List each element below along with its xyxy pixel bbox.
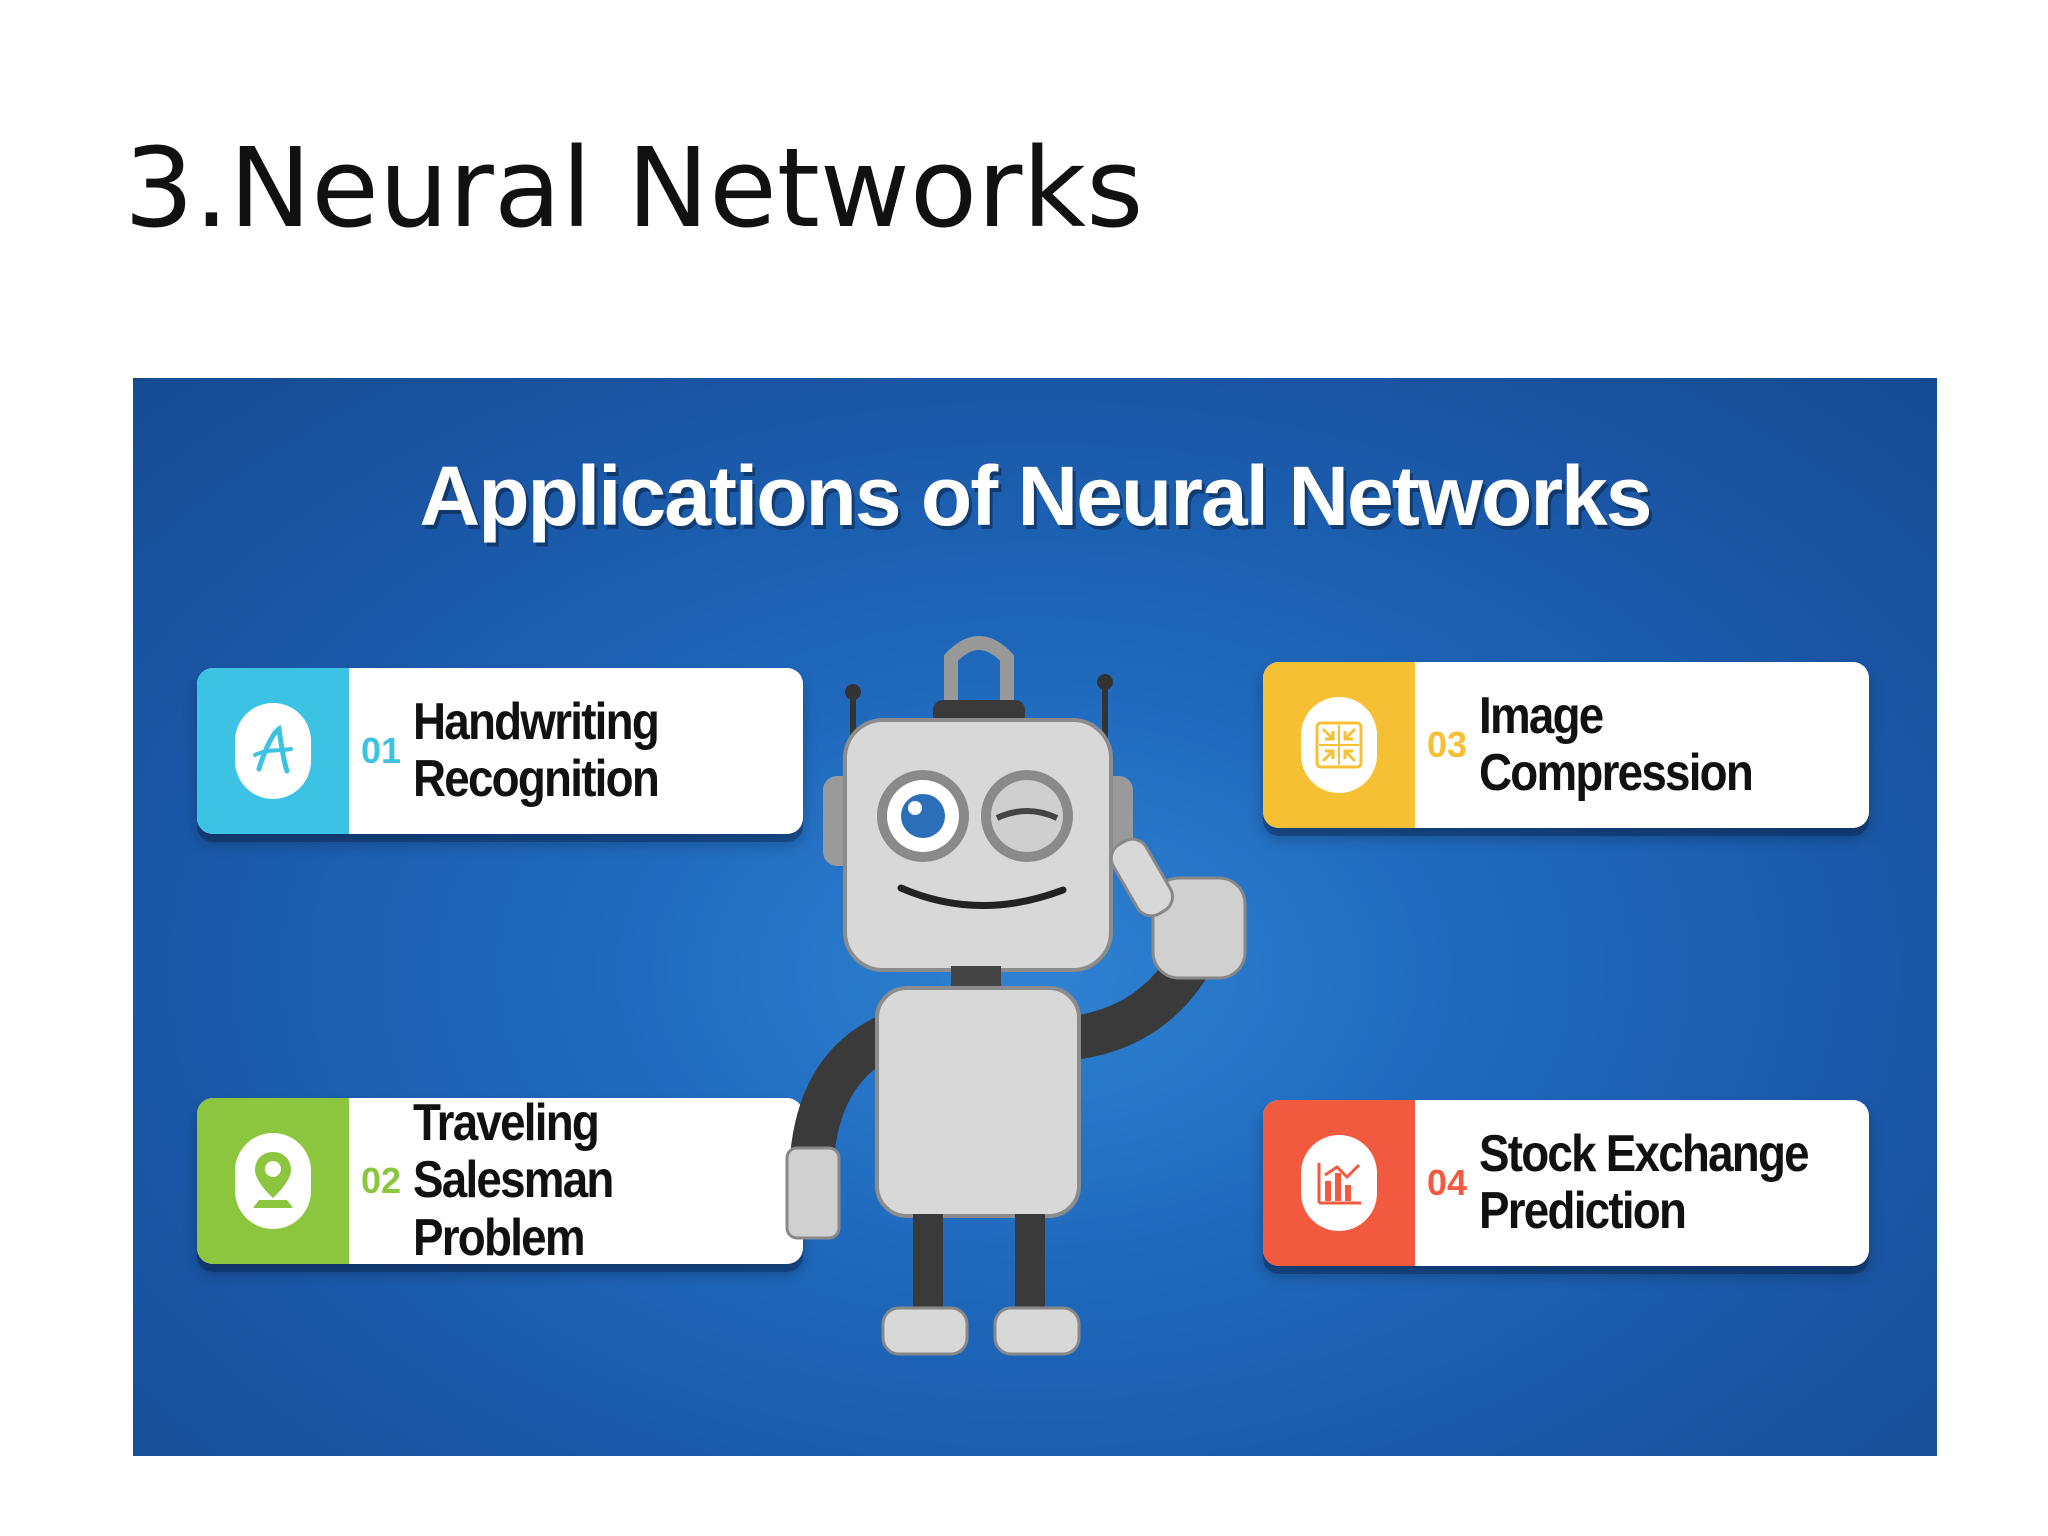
handwriting-letter-icon: [235, 703, 311, 799]
infographic-heading: Applications of Neural Networks: [419, 449, 1653, 543]
application-card-handwriting: 01 Handwriting Recognition: [197, 668, 803, 834]
card-label: Traveling Salesman Problem: [413, 1098, 614, 1264]
compress-arrows-icon: [1301, 697, 1377, 793]
application-card-traveling-salesman: 02 Traveling Salesman Problem: [197, 1098, 803, 1264]
card-label: Handwriting Recognition: [413, 692, 660, 808]
applications-infographic: Applications of Neural Networks 01 Handw…: [133, 378, 1937, 1456]
card-label: Stock Exchange Prediction: [1479, 1124, 1810, 1240]
card-number: 03: [1427, 724, 1468, 765]
map-pin-icon: [235, 1133, 311, 1229]
card-label: Image Compression: [1479, 686, 1754, 802]
card-badge: [1263, 1100, 1415, 1266]
card-number: 01: [361, 730, 402, 771]
card-badge: [1263, 662, 1415, 828]
robot-legs: [881, 1214, 1081, 1356]
robot-arm-left: [785, 1016, 905, 1240]
slide-title: 3.Neural Networks: [124, 124, 1144, 252]
robot-head: [823, 718, 1133, 972]
application-card-stock-exchange: 04 Stock Exchange Prediction: [1263, 1100, 1869, 1266]
application-card-image-compression: 03 Image Compression: [1263, 662, 1869, 828]
robot-arm-thumbs-up: [1051, 837, 1247, 1060]
card-number: 02: [361, 1160, 402, 1201]
stock-chart-icon: [1301, 1135, 1377, 1231]
card-badge: [197, 668, 349, 834]
card-number: 04: [1427, 1162, 1468, 1203]
robot-body: [875, 986, 1081, 1218]
card-badge: [197, 1098, 349, 1264]
robot-illustration: [785, 636, 1247, 1356]
